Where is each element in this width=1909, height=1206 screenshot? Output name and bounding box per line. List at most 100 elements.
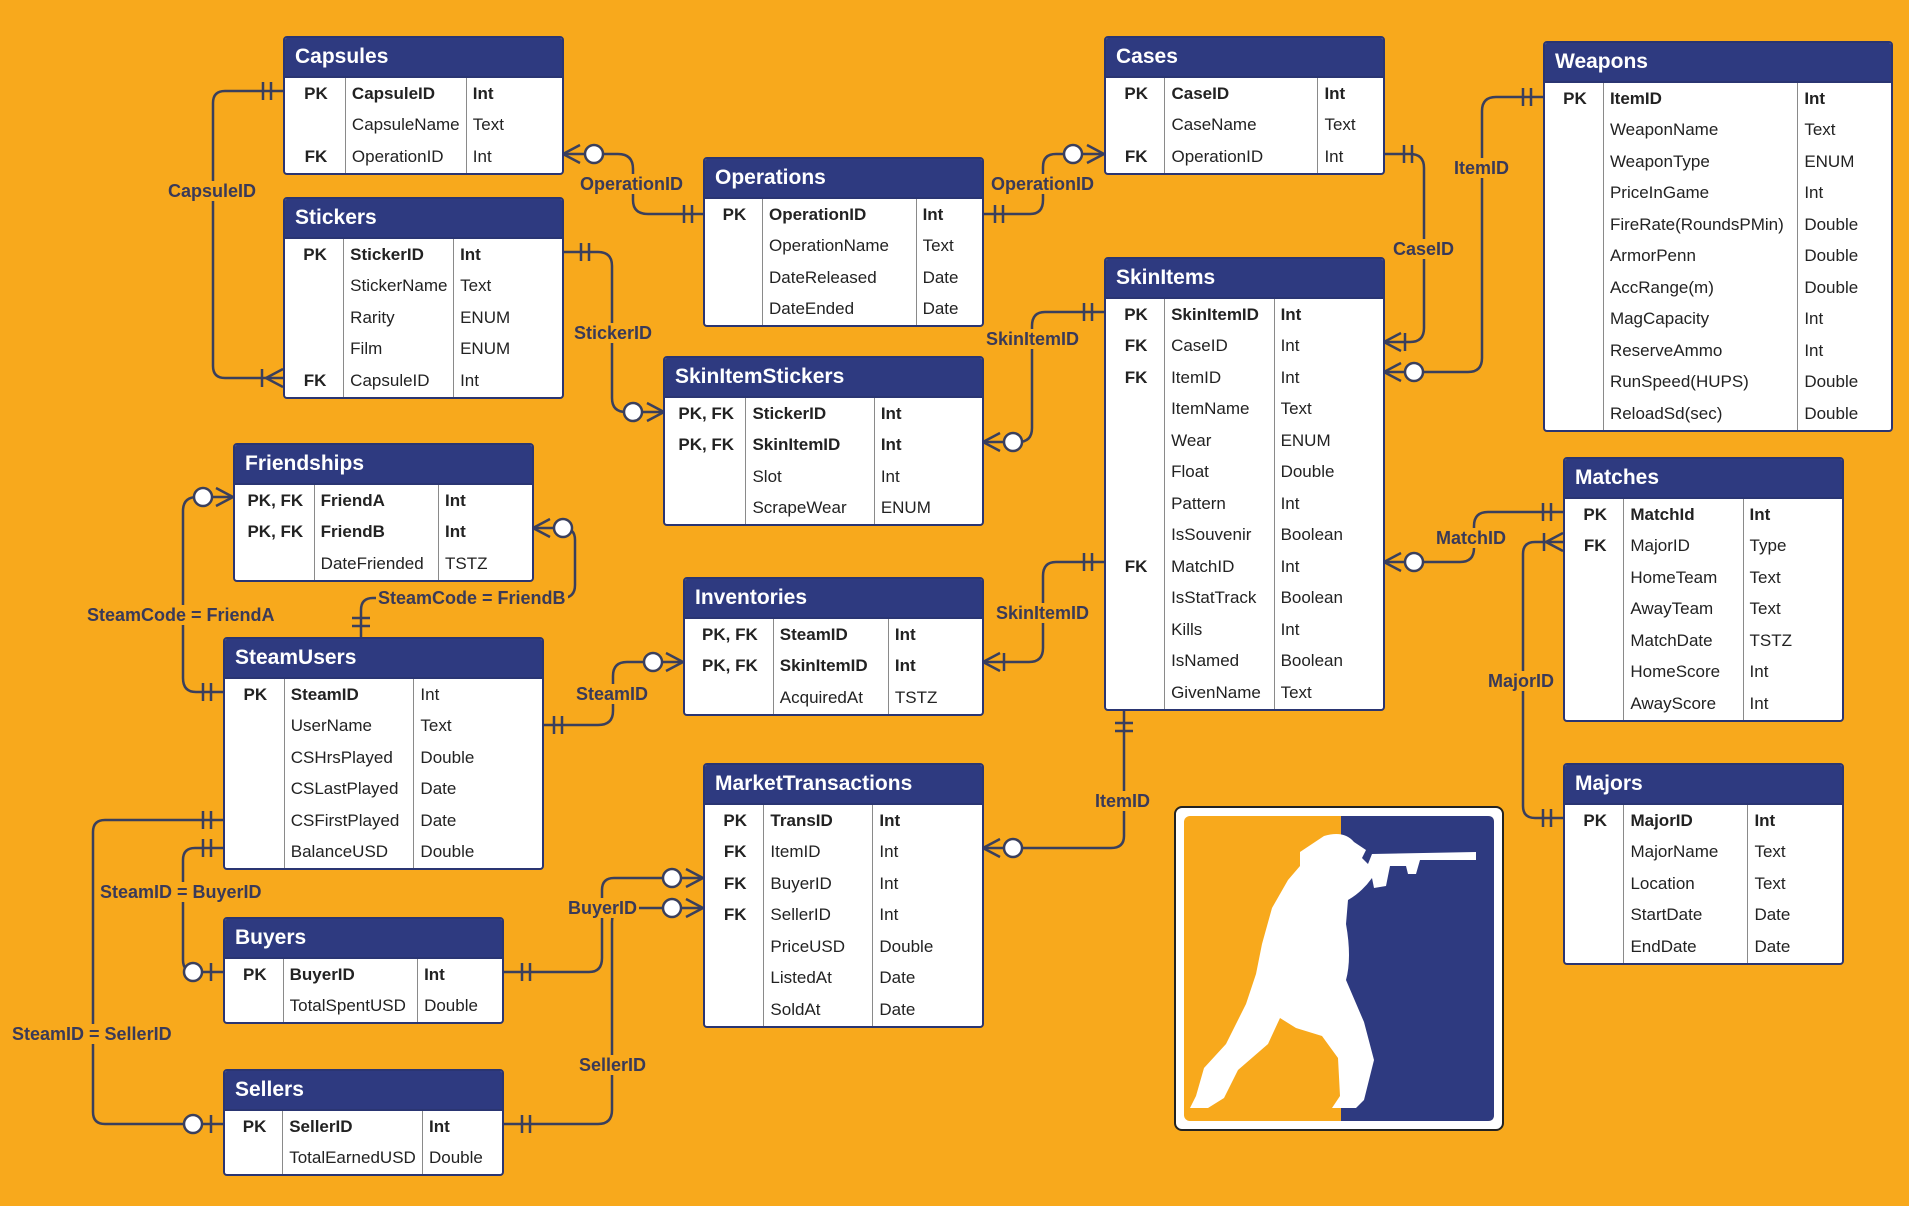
row-field-name: TotalSpentUSD: [283, 990, 419, 1022]
row-field-type: Int: [1280, 367, 1300, 387]
row-field-type: Int: [1280, 336, 1300, 356]
row-field-name: BalanceUSD: [284, 836, 415, 868]
row-key: [705, 293, 763, 325]
row-field-name: SteamID: [284, 679, 415, 711]
row-field-type: Int: [879, 905, 899, 925]
row-field-name: CapsuleName: [345, 109, 467, 141]
row-key: [1106, 425, 1166, 457]
row-field-type: Int: [472, 146, 492, 166]
row-field-type: Int: [424, 964, 445, 984]
row-field-name: CapsuleID: [345, 78, 467, 110]
row-field-type: Int: [879, 873, 899, 893]
row-field-name: IsStatTrack: [1164, 582, 1275, 614]
label-skinitemid-top: SkinItemID: [984, 329, 1082, 349]
entity-row: RunSpeed(HUPS)Double: [1545, 366, 1891, 398]
row-field-name: DateEnded: [762, 293, 917, 325]
label-capsuleid: CapsuleID: [166, 181, 259, 201]
row-key: [1565, 562, 1625, 594]
row-key: [705, 994, 765, 1026]
entity-title: Stickers: [285, 199, 562, 239]
row-field-type: Date: [922, 267, 959, 287]
row-key: [1106, 393, 1166, 425]
row-key: [705, 230, 763, 262]
row-field-type: ENUM: [880, 498, 931, 518]
row-field-type: Int: [428, 1116, 450, 1136]
row-field-type: Date: [420, 810, 457, 830]
row-field-name: SkinItemID: [745, 429, 875, 461]
row-key: [1545, 335, 1604, 367]
row-field-name: BuyerID: [283, 959, 419, 991]
entity-title: Friendships: [235, 445, 532, 485]
row-field-name: OperationID: [345, 141, 467, 173]
entity-title: SkinItemStickers: [665, 358, 982, 398]
row-key: PK: [225, 959, 284, 991]
row-field-type: Int: [1804, 340, 1824, 360]
row-key: [1106, 109, 1166, 141]
row-key: FK: [705, 868, 765, 900]
row-field-name: OperationID: [1164, 141, 1319, 173]
row-field-type: Date: [922, 299, 959, 319]
row-key: [1545, 398, 1604, 430]
row-field-name: PriceUSD: [763, 931, 874, 963]
row-key: FK: [1106, 551, 1166, 583]
row-field-type: Text: [1804, 120, 1836, 140]
row-field-name: Pattern: [1164, 488, 1275, 520]
label-skinitemid-mid: SkinItemID: [994, 603, 1092, 623]
row-field-type: Double: [1280, 462, 1335, 482]
entity-title: Inventories: [685, 579, 982, 619]
row-key: [1545, 209, 1604, 241]
row-field-name: AccRange(m): [1603, 272, 1799, 304]
row-key: PK: [225, 1111, 284, 1143]
row-field-name: DateFriended: [314, 548, 440, 580]
row-field-type: Text: [1749, 599, 1781, 619]
row-key: PK: [285, 78, 346, 110]
row-field-name: SoldAt: [763, 994, 874, 1026]
row-field-name: OperationName: [762, 230, 917, 262]
row-key: [1545, 272, 1604, 304]
row-field-type: Int: [1804, 183, 1824, 203]
row-field-name: Film: [343, 333, 455, 365]
label-matchid: MatchID: [1434, 528, 1509, 548]
row-field-name: CapsuleID: [343, 365, 455, 397]
row-field-name: IsNamed: [1164, 645, 1275, 677]
row-field-type: Date: [1754, 905, 1791, 925]
row-field-name: SteamID: [773, 619, 889, 651]
row-key: [665, 461, 747, 493]
row-field-type: Double: [428, 1148, 483, 1168]
row-field-name: ItemName: [1164, 393, 1275, 425]
row-field-type: Text: [1324, 115, 1356, 135]
row-field-name: AwayTeam: [1623, 593, 1744, 625]
label-caseid: CaseID: [1391, 239, 1457, 259]
row-key: PK: [1565, 805, 1625, 837]
entity-title: SteamUsers: [225, 639, 542, 679]
row-key: [225, 742, 285, 774]
row-field-name: StickerID: [343, 239, 455, 271]
row-field-name: MajorName: [1623, 836, 1749, 868]
row-field-type: Int: [880, 403, 902, 423]
row-key: FK: [285, 141, 346, 173]
row-key: [1106, 582, 1166, 614]
row-field-type: Int: [1749, 693, 1769, 713]
label-itemid-bottom: ItemID: [1093, 791, 1153, 811]
row-key: [1565, 688, 1625, 720]
